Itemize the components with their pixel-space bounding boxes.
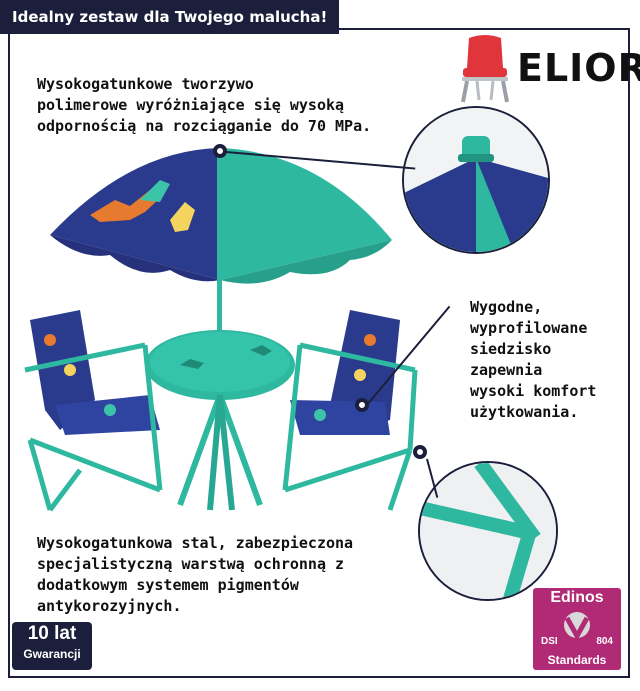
umbrella-detail-zoom [402,106,550,254]
warranty-badge: 10 lat Gwarancji [12,622,92,670]
warranty-label: Gwarancji [23,647,81,661]
marker-dot-frame [413,445,427,459]
seat-description: Wygodne, wyprofilowane siedzisko zapewni… [470,298,597,421]
edinos-standards: Standards [547,653,607,667]
material-description: Wysokogatunkowe tworzywo polimerowe wyró… [37,75,372,135]
edinos-title: Edinos [550,589,604,606]
header-banner: Idealny zestaw dla Twojego malucha! [0,0,340,34]
brand-name: ELIOR [517,46,640,90]
warranty-years: 10 lat [27,623,77,644]
edinos-left: DSI [541,636,558,647]
shield-check-icon [564,612,590,640]
marker-dot-umbrella [213,144,227,158]
edinos-badge: Edinos DSI 804 Standards [533,588,621,670]
edinos-right: 804 [596,636,613,647]
frame-detail-zoom [418,461,558,601]
marker-dot-seat [355,398,369,412]
steel-description: Wysokogatunkowa stal, zabezpieczona spec… [37,534,354,615]
brand-logo: ELIOR [457,34,640,106]
product-illustration [24,148,418,512]
chair-icon [461,35,509,103]
